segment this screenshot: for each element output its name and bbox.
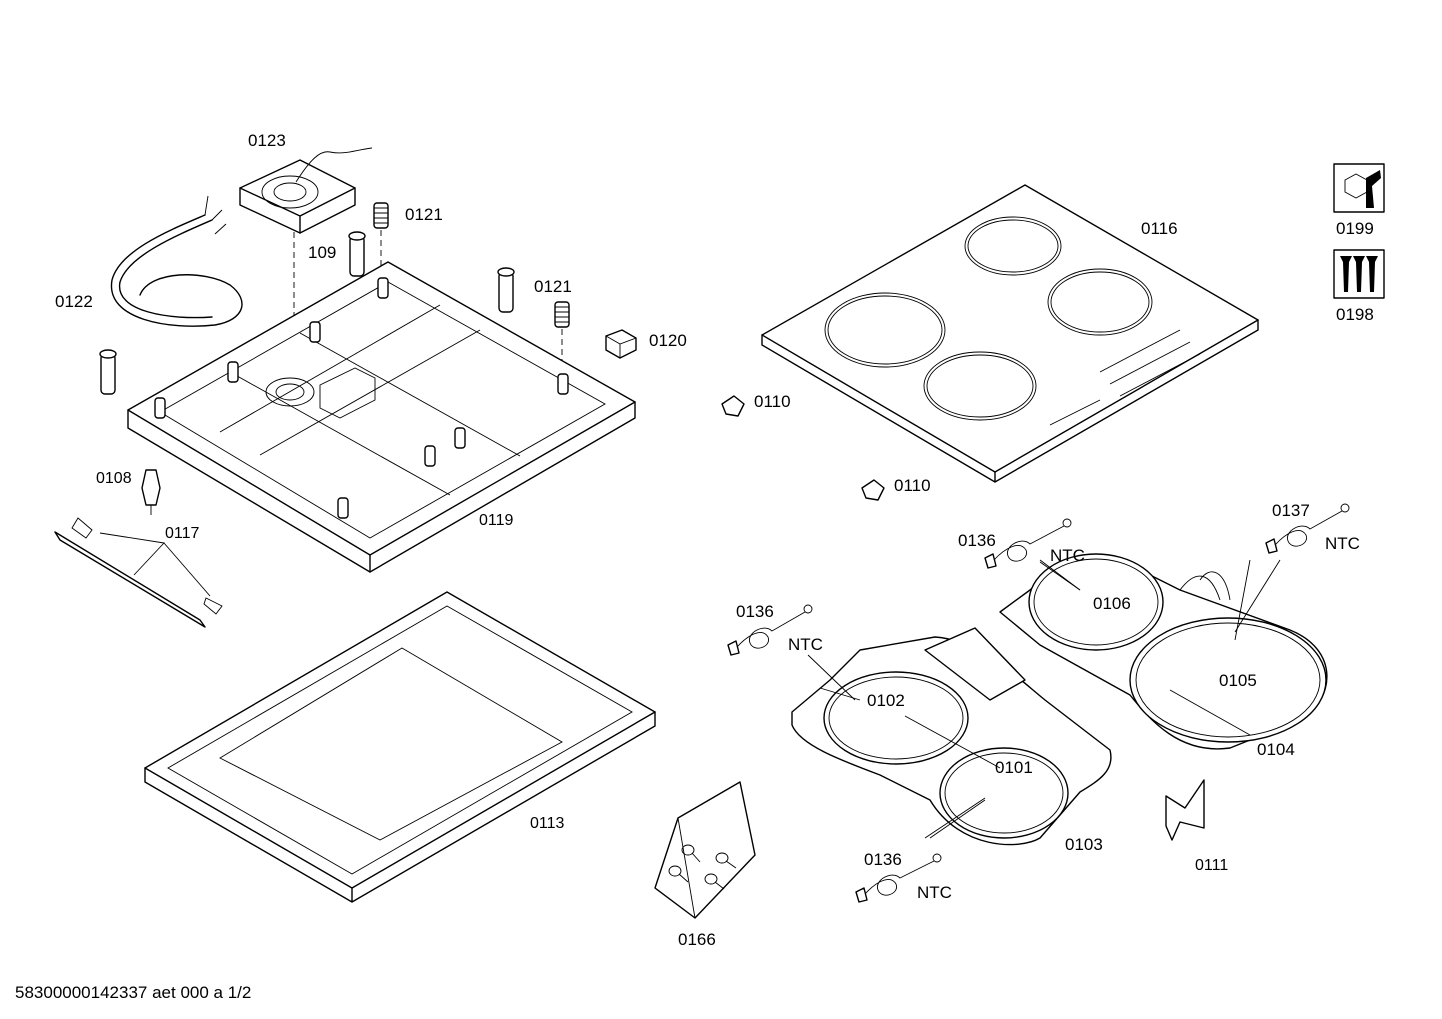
connector-block — [605, 329, 637, 359]
leader-lines — [807, 559, 1281, 839]
label-0121-b: 0121 — [534, 277, 572, 296]
label-0136-a: 0136 — [958, 531, 996, 550]
label-0105: 0105 — [1219, 671, 1257, 690]
label-0110-a: 0110 — [754, 392, 791, 411]
document-footer: 58300000142337 aet 000 a 1/2 — [15, 983, 251, 1002]
clamp-b — [861, 479, 885, 501]
label-0121-a: 0121 — [405, 205, 443, 224]
ntc-sensor-0137 — [1265, 503, 1350, 554]
label-0104: 0104 — [1257, 740, 1295, 759]
label-0166: 0166 — [678, 930, 716, 949]
mounting-frame — [144, 591, 656, 903]
label-0122: 0122 — [55, 292, 93, 311]
heater-carrier-0104 — [999, 553, 1328, 750]
label-0198: 0198 — [1336, 305, 1374, 324]
spring-b — [554, 301, 570, 372]
foot-parts — [99, 231, 515, 395]
bracket-0111 — [1165, 779, 1205, 841]
label-0101: 0101 — [995, 758, 1033, 777]
label-109: 109 — [308, 243, 336, 262]
fan-unit — [239, 147, 373, 320]
clip-part — [141, 469, 161, 515]
label-0116: 0116 — [1141, 219, 1178, 238]
label-ntc-3: NTC — [788, 635, 823, 654]
label-0119: 0119 — [479, 512, 514, 529]
label-0102: 0102 — [867, 691, 905, 710]
ntc-sensor-0136-c — [855, 853, 942, 903]
label-0106: 0106 — [1093, 594, 1131, 613]
label-0113: 0113 — [530, 815, 565, 832]
label-0123: 0123 — [248, 131, 286, 150]
label-0117: 0117 — [165, 525, 200, 542]
screw-pack — [654, 781, 756, 919]
label-0103: 0103 — [1065, 835, 1103, 854]
ntc-sensor-0136-a — [984, 518, 1072, 569]
label-ntc-4: NTC — [917, 883, 952, 902]
power-cable — [110, 195, 243, 327]
label-0120: 0120 — [649, 331, 687, 350]
glass-ceramic-top — [761, 184, 1259, 483]
label-0110-b: 0110 — [894, 476, 931, 495]
heater-carrier-0103 — [791, 627, 1112, 846]
label-0199: 0199 — [1336, 219, 1374, 238]
screw-set-icon — [1333, 249, 1385, 299]
label-0137: 0137 — [1272, 501, 1310, 520]
label-ntc-2: NTC — [1050, 546, 1085, 565]
label-0108: 0108 — [96, 470, 132, 487]
ntc-sensor-0136-b — [727, 604, 813, 656]
clamp-a — [721, 395, 745, 417]
housing-tray — [127, 261, 636, 573]
label-0111: 0111 — [1195, 857, 1228, 874]
mounting-rail — [54, 517, 223, 628]
label-ntc-1: NTC — [1325, 534, 1360, 553]
tool-wrench-icon — [1333, 163, 1385, 213]
label-0136-b: 0136 — [736, 602, 774, 621]
spring-a — [373, 202, 389, 268]
label-0136-c: 0136 — [864, 850, 902, 869]
